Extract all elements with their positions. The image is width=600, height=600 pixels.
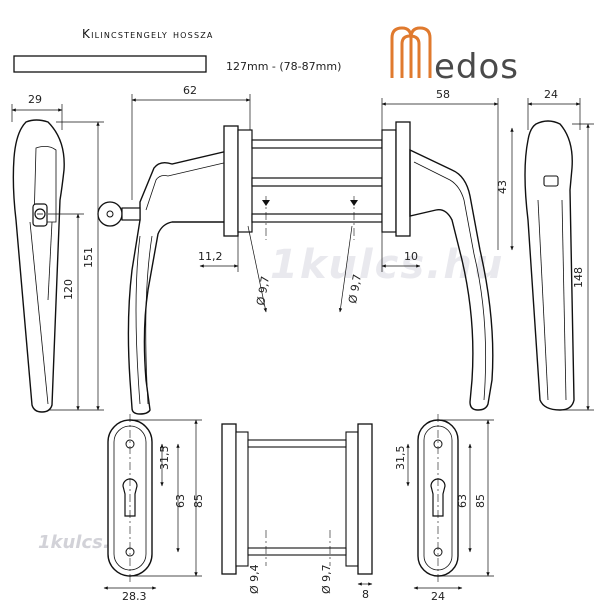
dim-rosette-left-h3: 85: [192, 494, 205, 508]
spindle-length-label: 127mm - (78-87mm): [226, 60, 341, 73]
dim-front-width: 29: [28, 93, 42, 106]
dim-rosette-right-h3: 85: [474, 494, 487, 508]
key-icon: [97, 201, 141, 227]
dim-front-height-lower: 120: [62, 279, 75, 300]
rear-view-handle: 58 10: [381, 88, 499, 411]
dim-back-width: 24: [544, 88, 558, 101]
dim-rosette-left-h1: 31,5: [158, 446, 171, 471]
back-view-handle: 24 43 148: [496, 88, 594, 411]
spindle-assembly: Ø 9,7: [251, 139, 383, 313]
dim-screw-diameter-right: Ø 9,7: [346, 273, 364, 304]
watermark-text: 1kulcs.hu: [270, 242, 504, 288]
dim-screw-diameter-left: Ø 9,7: [254, 275, 272, 306]
dim-rosette-side-d2: Ø 9,7: [320, 564, 333, 594]
dim-front-height-total: 151: [82, 247, 95, 268]
rosette-front-left: 28,3 31,5 63 85: [103, 414, 205, 600]
dim-back-height-total: 148: [572, 267, 585, 288]
dim-rosette-side-depth: 8: [362, 588, 369, 600]
medos-logo-mark: [390, 26, 432, 78]
page-title: Kilincstengely hossza: [82, 27, 214, 41]
dim-rear-offset: 10: [404, 250, 418, 263]
dim-side-width: 62: [183, 84, 197, 97]
medos-logo: edos: [390, 26, 519, 87]
medos-logo-text: edos: [434, 47, 519, 87]
dim-rosette-right-h1: 31,5: [394, 446, 407, 471]
side-view-handle: 62 11,2 Ø 9,7: [97, 84, 272, 415]
dim-rosette-right-width: 24: [431, 590, 445, 600]
dim-rosette-right-h2: 63: [456, 494, 469, 508]
spindle-bar-diagram: [13, 55, 207, 73]
dim-rosette-left-h2: 63: [174, 494, 187, 508]
dim-spindle-left-offset: 11,2: [198, 250, 223, 263]
dim-rosette-side-d1: Ø 9,4: [248, 564, 261, 594]
rosette-back-right: 24 31,5 63 85: [394, 414, 494, 600]
dim-rear-width: 58: [436, 88, 450, 101]
rosette-side-assembly: Ø 9,4 Ø 9,7 8: [221, 423, 373, 600]
dim-rosette-left-width: 28,3: [122, 590, 147, 600]
dim-back-height-upper: 43: [496, 180, 509, 194]
front-view-handle: 29 151 120: [11, 93, 104, 413]
